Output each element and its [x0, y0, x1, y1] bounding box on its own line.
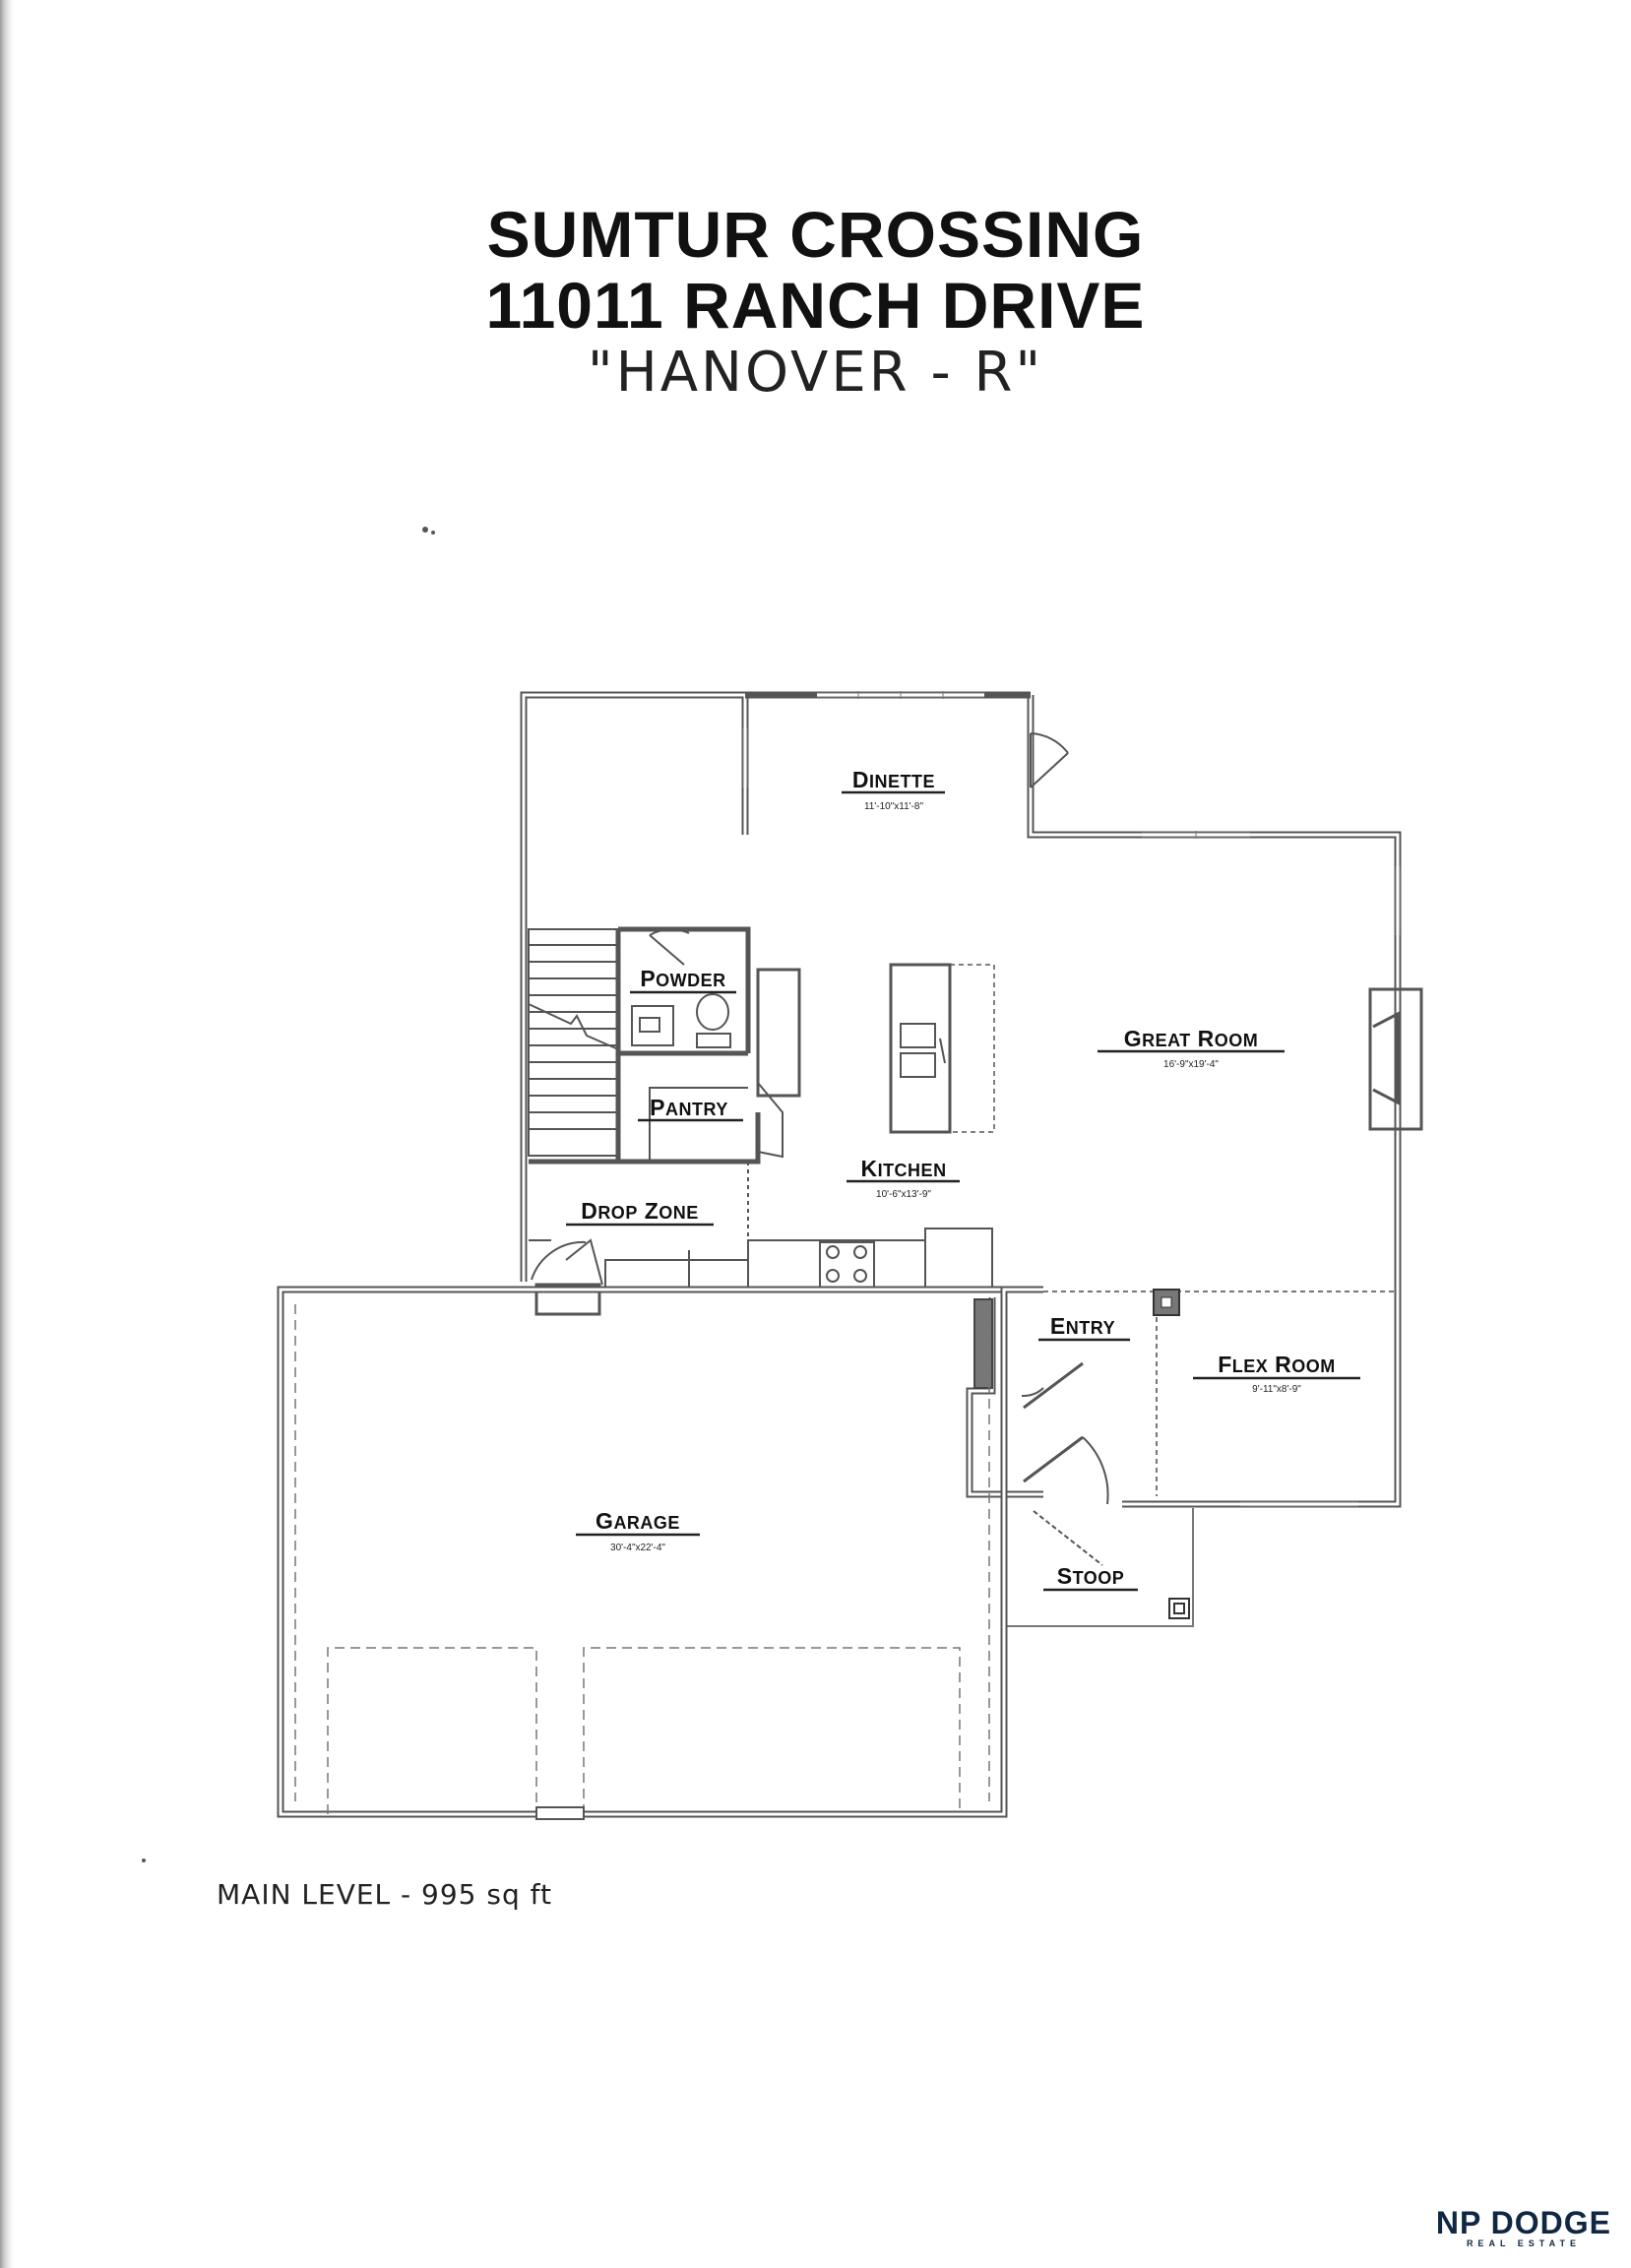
- model-title: "HANOVER - R": [587, 341, 1044, 405]
- dinette-dims: 11'-10"x11'-8": [864, 801, 923, 812]
- garage-inner-dashed: [294, 1304, 990, 1801]
- stairs: [528, 928, 619, 1157]
- kitchen-counter: [747, 1228, 993, 1291]
- stoop: [1003, 1504, 1194, 1627]
- flex-room-dims: 9'-11"x8'-9": [1252, 1384, 1301, 1395]
- entry-label: ENTRY: [1050, 1313, 1115, 1339]
- address-title: 11011 RANCH DRIVE: [485, 269, 1146, 342]
- subdivision-title: SUMTUR CROSSING: [486, 198, 1145, 271]
- powder-fixtures: [631, 993, 731, 1048]
- great-room-dims: 16'-9"x19'-4": [1163, 1059, 1219, 1070]
- entry-flex-dashed: [1043, 1291, 1398, 1496]
- dinette-window: [742, 691, 1031, 788]
- drop-zone-label: DROP ZONE: [581, 1198, 699, 1224]
- room-labels: DINETTE 11'-10"x11'-8" GREAT ROOM 16'-9"…: [566, 767, 1360, 1592]
- kitchen-dims: 10'-6"x13'-9": [876, 1189, 931, 1200]
- garage-label: GARAGE: [596, 1508, 680, 1534]
- fireplace: [1368, 987, 1423, 1131]
- garage-dims: 30'-4"x22'-4": [610, 1543, 665, 1553]
- stoop-label: STOOP: [1057, 1563, 1125, 1589]
- great-room-windows: [1142, 831, 1401, 1507]
- kitchen-label: KITCHEN: [860, 1156, 946, 1181]
- great-room-label: GREAT ROOM: [1124, 1026, 1259, 1051]
- np-dodge-logo: NP DODGE REAL ESTATE: [1436, 2207, 1611, 2248]
- kitchen-island: [889, 963, 995, 1134]
- dinette-label: DINETTE: [852, 767, 935, 792]
- scan-edge: [0, 0, 14, 2268]
- garage-doors: [327, 1647, 961, 1814]
- scan-specks: [142, 527, 435, 1862]
- refrigerator: [756, 968, 801, 1098]
- entry-closet: [973, 1298, 993, 1389]
- level-square-footage: MAIN LEVEL - 995 sq ft: [217, 1878, 553, 1911]
- powder-pantry-walls: [529, 926, 761, 1165]
- logo-tagline: REAL ESTATE: [1466, 2238, 1581, 2248]
- flex-room-label: FLEX ROOM: [1218, 1352, 1336, 1377]
- dinette-door: [1030, 732, 1069, 788]
- logo-brand: NP DODGE: [1435, 2205, 1611, 2240]
- pantry-label: PANTRY: [650, 1095, 728, 1120]
- powder-label: POWDER: [640, 966, 725, 991]
